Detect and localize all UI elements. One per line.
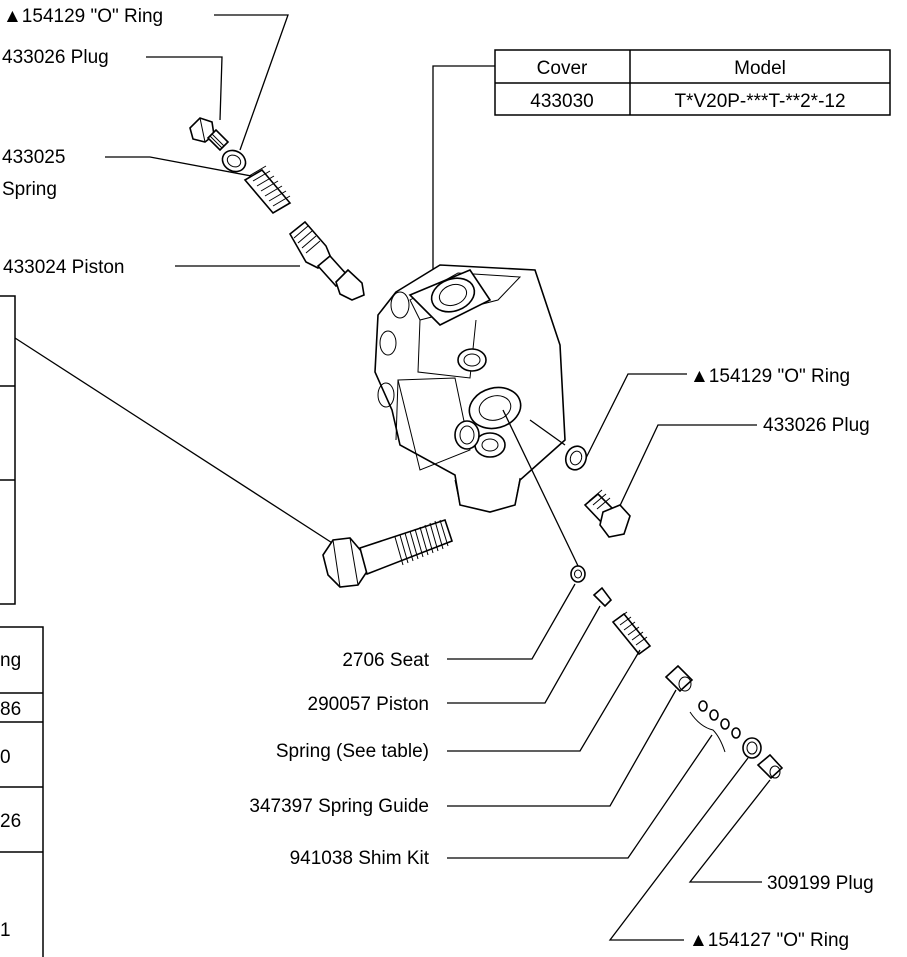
cover-value: 433030 <box>530 91 593 112</box>
label-shim-kit: 941038 Shim Kit <box>290 848 430 869</box>
label-oring-bottom: ▲154127 "O" Ring <box>689 930 849 951</box>
label-spring-top-2: Spring <box>2 179 57 200</box>
leader-plug-top <box>146 56 223 121</box>
valve-housing <box>374 264 566 513</box>
cover-header: Cover <box>537 58 588 79</box>
oring-top-part <box>221 149 247 173</box>
label-piston-small: 290057 Piston <box>308 694 430 715</box>
left-table-cell-3: 0 <box>0 747 11 768</box>
leader-oring-right <box>584 373 687 461</box>
piston-top-part <box>288 220 365 301</box>
cover-model-table: Cover Model 433030 T*V20P-***T-**2*-12 <box>494 49 891 116</box>
leader-spring-top <box>105 156 263 179</box>
mounting-bolt <box>14 337 453 588</box>
plug-right-part <box>583 489 631 538</box>
label-spring-table: Spring (See table) <box>276 741 429 762</box>
spring-lower-part <box>611 611 652 656</box>
left-table-lower: ng 86 0 26 1 <box>0 626 44 957</box>
label-piston-top: 433024 Piston <box>3 257 125 278</box>
plug-bottom-part <box>756 753 784 780</box>
left-table-cell-2: 86 <box>0 699 21 720</box>
left-table-upper <box>0 295 16 605</box>
cover-leader-line <box>432 65 495 280</box>
label-spring-guide: 347397 Spring Guide <box>249 796 429 817</box>
spring-top-part <box>243 165 292 215</box>
leader-spring-table <box>447 649 641 752</box>
left-table-cell-1: ng <box>0 650 21 671</box>
model-value: T*V20P-***T-**2*-12 <box>674 91 845 112</box>
oring-bottom-part <box>742 737 762 759</box>
leader-plug-right <box>616 424 757 513</box>
guide-line-oring <box>529 419 566 446</box>
leader-spring-guide <box>447 689 677 807</box>
label-seat: 2706 Seat <box>342 650 429 671</box>
shim-kit-part <box>689 700 741 753</box>
label-plug-bottom: 309199 Plug <box>767 873 874 894</box>
left-table-cell-5: 1 <box>0 920 11 941</box>
guide-line-housing <box>502 409 581 571</box>
plug-top-part <box>189 117 230 152</box>
model-header: Model <box>734 58 786 79</box>
leader-oring-bottom <box>608 757 749 941</box>
label-oring-top: ▲154129 "O" Ring <box>3 6 163 27</box>
leader-shim-kit <box>447 734 713 859</box>
label-spring-top-1: 433025 <box>2 147 65 168</box>
small-piston-part <box>592 586 613 608</box>
oring-right-part <box>564 445 588 471</box>
leader-plug-bottom <box>688 779 771 883</box>
spring-guide-part <box>664 664 694 693</box>
leader-piston-small <box>447 605 601 704</box>
leader-seat <box>447 583 576 660</box>
leader-oring-top <box>214 14 289 151</box>
seat-part <box>570 565 586 583</box>
label-plug-top: 433026 Plug <box>2 47 109 68</box>
label-oring-right: ▲154129 "O" Ring <box>690 366 850 387</box>
label-plug-right: 433026 Plug <box>763 415 870 436</box>
left-table-cell-4: 26 <box>0 811 21 832</box>
